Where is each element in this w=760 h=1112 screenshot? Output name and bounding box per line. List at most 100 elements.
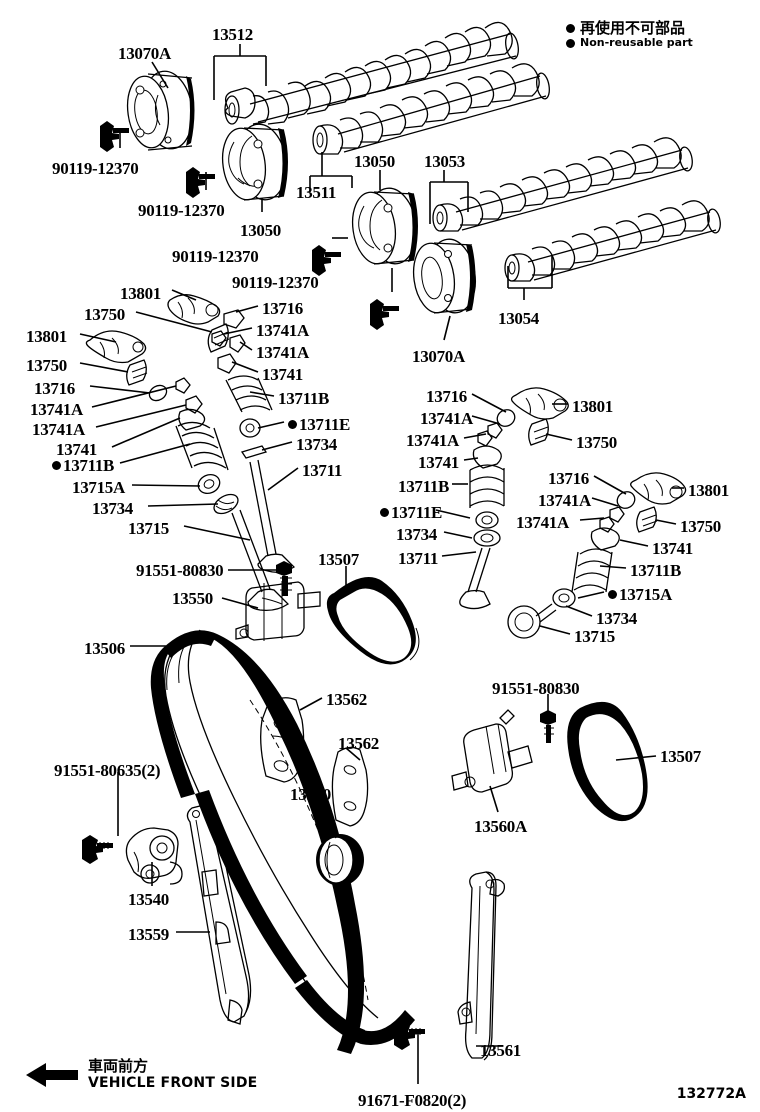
part-label-13711b[interactable]: 13711B: [630, 562, 681, 579]
lash-adjuster-13750-mid: [528, 418, 550, 446]
part-label-13715a[interactable]: 13715A: [608, 586, 672, 603]
part-number-text: 13741: [652, 539, 694, 558]
part-label-91671-f0820-2-[interactable]: 91671-F0820(2): [358, 1092, 466, 1109]
part-label-13750[interactable]: 13750: [576, 434, 617, 451]
non-reusable-dot-icon: [608, 590, 617, 599]
part-label-91551-80830[interactable]: 91551-80830: [136, 562, 224, 579]
part-label-13711b[interactable]: 13711B: [278, 390, 329, 407]
part-label-13716[interactable]: 13716: [548, 470, 589, 487]
retainer-13716-left2: [223, 309, 245, 329]
part-number-text: 13741A: [32, 420, 85, 439]
legend-row-jp: 再使用不可部品: [566, 19, 756, 37]
part-label-13559[interactable]: 13559: [128, 926, 169, 943]
part-label-13750[interactable]: 13750: [26, 357, 67, 374]
part-label-13507[interactable]: 13507: [318, 551, 359, 568]
part-number-text: 13801: [688, 481, 730, 500]
part-label-13715[interactable]: 13715: [574, 628, 615, 645]
cotter-13741A-mid1: [487, 422, 503, 439]
part-label-13741[interactable]: 13741: [652, 540, 693, 557]
valve-seal-13711E-left: [239, 418, 261, 438]
part-label-13801[interactable]: 13801: [572, 398, 613, 415]
chain-tensioner-13560A: [451, 709, 533, 793]
part-label-13070a[interactable]: 13070A: [118, 45, 171, 62]
part-number-text: 13715A: [619, 585, 672, 604]
part-number-text: 13716: [34, 379, 76, 398]
part-label-13716[interactable]: 13716: [34, 380, 75, 397]
part-label-13715a[interactable]: 13715A: [72, 479, 125, 496]
part-label-13054[interactable]: 13054: [498, 310, 539, 327]
chain-guide-13559: [186, 804, 252, 1025]
part-label-13734[interactable]: 13734: [396, 526, 437, 543]
part-label-91551-80635-2-[interactable]: 91551-80635(2): [54, 762, 161, 779]
part-label-13562[interactable]: 13562: [338, 735, 379, 752]
spring-seat-13734-left: [213, 493, 239, 515]
part-label-13716[interactable]: 13716: [262, 300, 303, 317]
part-label-13741a[interactable]: 13741A: [32, 421, 85, 438]
part-label-13741a[interactable]: 13741A: [256, 344, 309, 361]
part-number-text: 13070A: [118, 44, 171, 63]
camshaft-13512: [224, 21, 519, 125]
part-label-90119-12370[interactable]: 90119-12370: [52, 160, 139, 177]
part-label-13750[interactable]: 13750: [84, 306, 125, 323]
part-number-text: 13734: [596, 609, 638, 628]
part-label-13550[interactable]: 13550: [172, 590, 213, 607]
part-label-13711[interactable]: 13711: [398, 550, 438, 567]
part-label-13801[interactable]: 13801: [120, 285, 161, 302]
part-label-13741a[interactable]: 13741A: [30, 401, 83, 418]
part-label-90119-12370[interactable]: 90119-12370: [172, 248, 259, 265]
part-label-13801[interactable]: 13801: [688, 482, 729, 499]
part-label-13711[interactable]: 13711: [302, 462, 342, 479]
lash-adjuster-13750-right: [636, 506, 658, 533]
part-label-13750[interactable]: 13750: [680, 518, 721, 535]
part-label-13560a[interactable]: 13560A: [474, 818, 527, 835]
part-label-13711b[interactable]: 13711B: [52, 457, 114, 474]
part-label-13741a[interactable]: 13741A: [538, 492, 591, 509]
part-label-13562[interactable]: 13562: [326, 691, 367, 708]
part-label-13506[interactable]: 13506: [84, 640, 125, 657]
part-number-text: 13053: [424, 152, 466, 171]
part-label-13801[interactable]: 13801: [26, 328, 67, 345]
part-label-13716[interactable]: 13716: [426, 388, 467, 405]
part-label-13711e[interactable]: 13711E: [380, 504, 442, 521]
part-label-13561[interactable]: 13561: [480, 1042, 521, 1059]
part-label-13734[interactable]: 13734: [92, 500, 133, 517]
non-reusable-dot-icon: [52, 461, 61, 470]
part-label-91551-80830[interactable]: 91551-80830: [492, 680, 580, 697]
part-label-13050[interactable]: 13050: [240, 222, 281, 239]
part-label-13734[interactable]: 13734: [596, 610, 637, 627]
part-number-text: 13054: [498, 309, 540, 328]
part-number-text: 13559: [128, 925, 170, 944]
part-label-13734[interactable]: 13734: [296, 436, 337, 453]
part-label-90119-12370[interactable]: 90119-12370: [138, 202, 225, 219]
spring-seat-13741-mid: [472, 445, 502, 469]
part-label-13711b[interactable]: 13711B: [398, 478, 449, 495]
part-label-13512[interactable]: 13512: [212, 26, 253, 43]
part-label-13715[interactable]: 13715: [128, 520, 169, 537]
part-label-13070a[interactable]: 13070A: [412, 348, 465, 365]
spring-seat-13734-mid: [473, 529, 501, 547]
part-label-13741a[interactable]: 13741A: [406, 432, 459, 449]
part-number-text: 13711E: [299, 415, 351, 434]
spring-seat-13734-right: [507, 605, 541, 639]
idler-sprocket-13530: [316, 834, 364, 886]
part-label-13741a[interactable]: 13741A: [516, 514, 569, 531]
part-label-13741a[interactable]: 13741A: [420, 410, 473, 427]
part-label-13050[interactable]: 13050: [354, 153, 395, 170]
part-label-13741[interactable]: 13741: [262, 366, 303, 383]
timing-chain-13507-left: [326, 577, 420, 665]
part-label-13540[interactable]: 13540: [128, 891, 169, 908]
part-label-13741[interactable]: 13741: [56, 441, 97, 458]
part-label-13053[interactable]: 13053: [424, 153, 465, 170]
part-number-text: 13511: [296, 183, 337, 202]
part-label-13741[interactable]: 13741: [418, 454, 459, 471]
part-label-13507[interactable]: 13507: [660, 748, 701, 765]
part-number-text: 13711B: [278, 389, 330, 408]
part-label-13511[interactable]: 13511: [296, 184, 336, 201]
part-label-90119-12370[interactable]: 90119-12370: [232, 274, 319, 291]
part-number-text: 13561: [480, 1041, 522, 1060]
part-label-13711e[interactable]: 13711E: [288, 416, 350, 433]
part-label-13530[interactable]: 13530: [290, 786, 331, 803]
bolt-91551-80830-left: [276, 561, 292, 596]
valve-seal-13711E-mid: [475, 511, 499, 529]
part-label-13741a[interactable]: 13741A: [256, 322, 309, 339]
